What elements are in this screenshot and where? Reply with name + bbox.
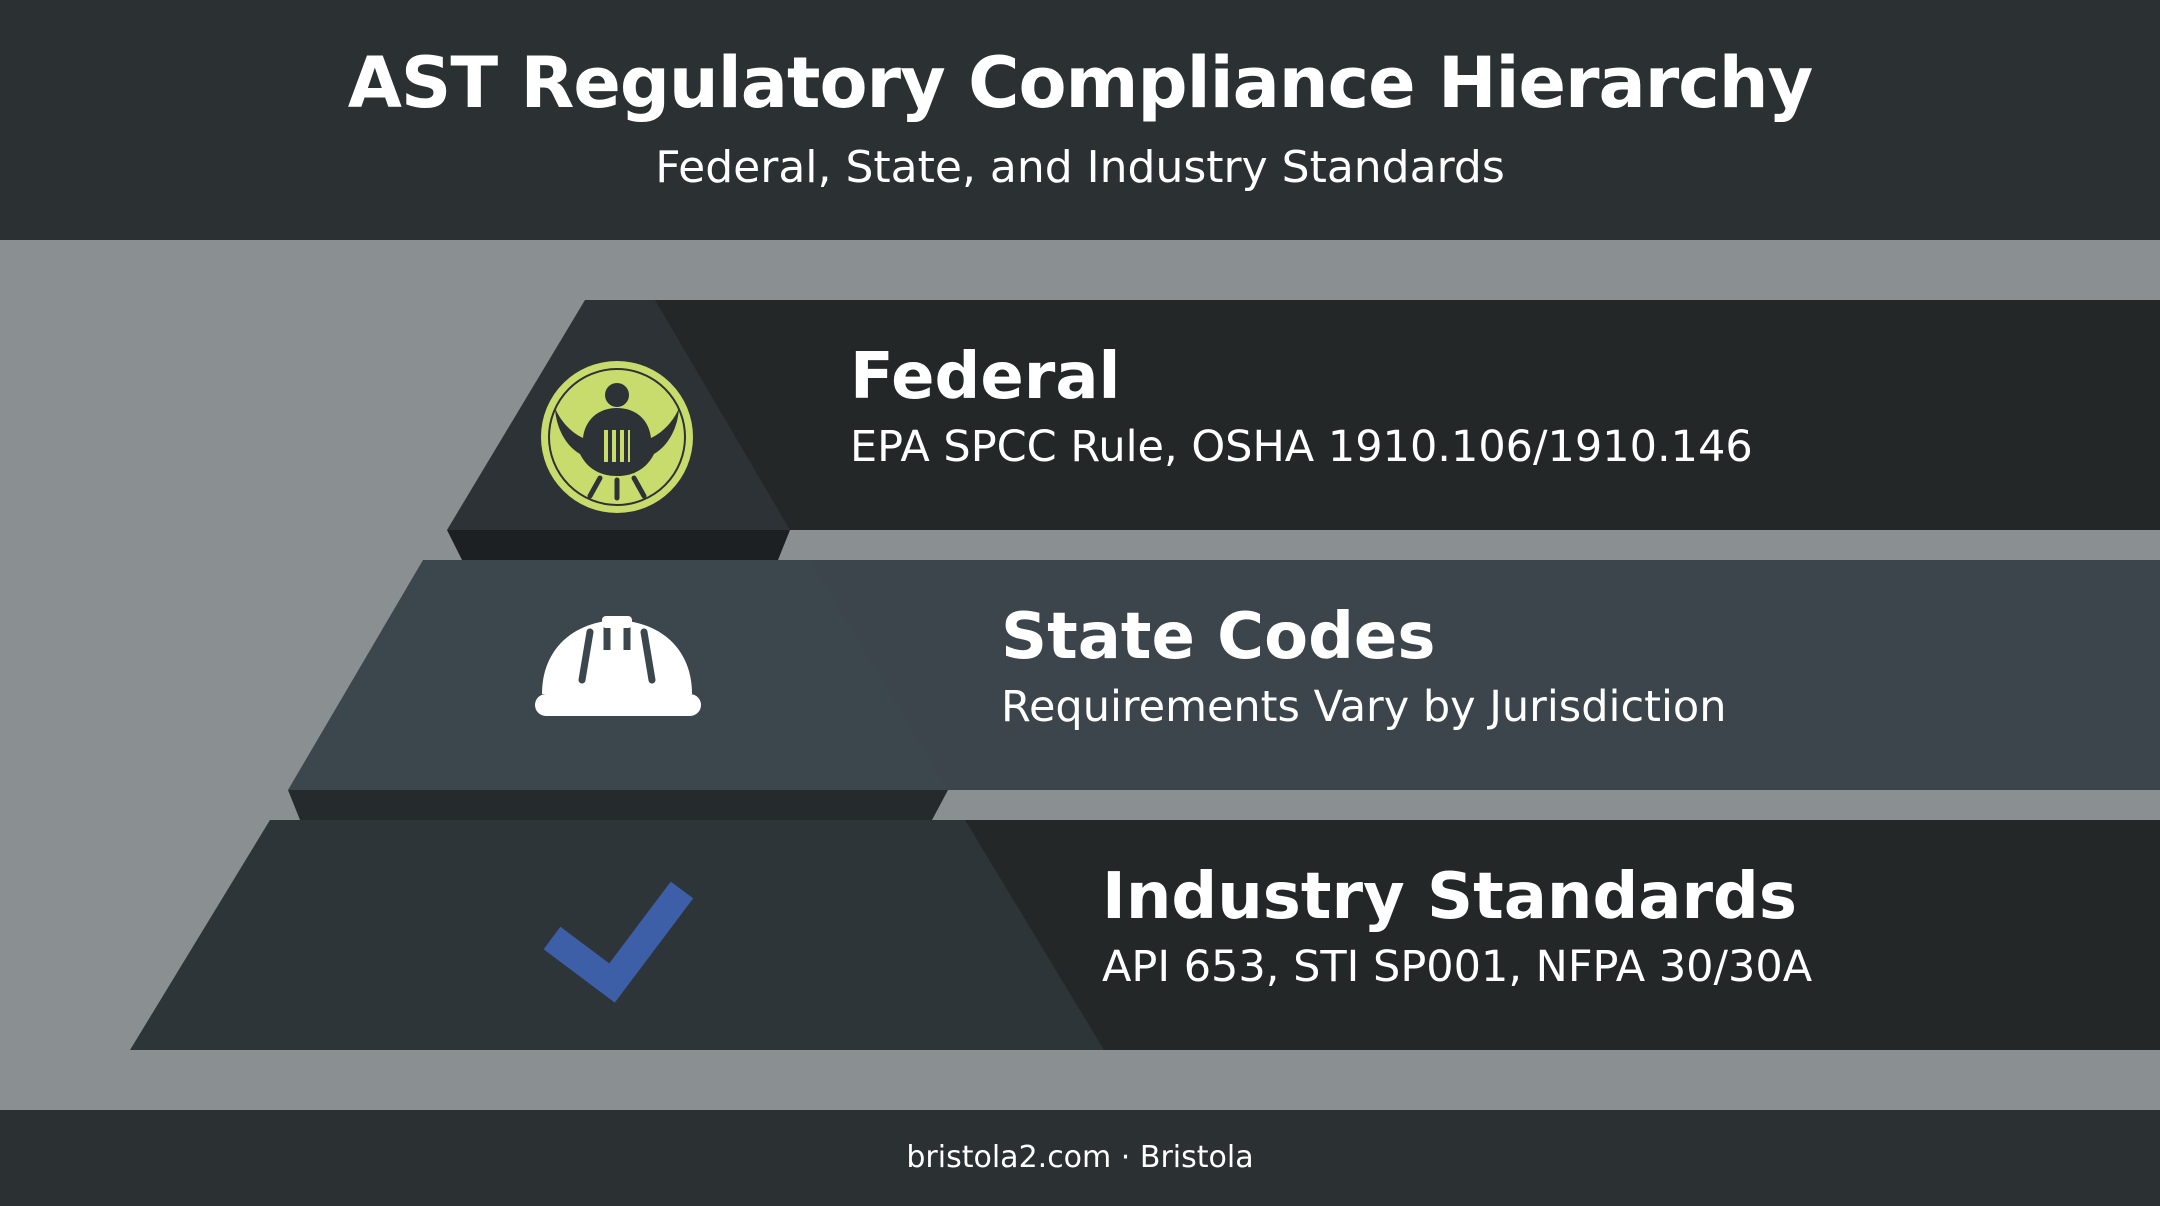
tier-industry-band bbox=[960, 820, 2160, 1050]
tier-state-title: State Codes bbox=[1001, 600, 1436, 674]
hard-hat-icon bbox=[535, 616, 701, 716]
tier-federal-description: EPA SPCC Rule, OSHA 1910.106/1910.146 bbox=[850, 422, 1753, 472]
tier-state-description: Requirements Vary by Jurisdiction bbox=[1001, 682, 1727, 732]
tier-state-pyramid-base bbox=[288, 790, 948, 820]
tier-state-band bbox=[800, 560, 2160, 790]
tier-industry-text: Industry Standards API 653, STI SP001, N… bbox=[1102, 860, 1812, 992]
tier-federal-pyramid-base bbox=[447, 530, 790, 560]
tier-industry bbox=[130, 820, 2160, 1050]
tier-state-text: State Codes Requirements Vary by Jurisdi… bbox=[1001, 600, 1726, 732]
checkmark-icon bbox=[543, 881, 694, 1003]
header bbox=[0, 0, 2160, 240]
page-title: AST Regulatory Compliance Hierarchy bbox=[347, 42, 1814, 124]
footer-bar bbox=[0, 1110, 2160, 1206]
tier-industry-title: Industry Standards bbox=[1102, 860, 1797, 934]
tier-industry-description: API 653, STI SP001, NFPA 30/30A bbox=[1102, 942, 1813, 992]
tier-state bbox=[288, 560, 2160, 820]
page-subtitle: Federal, State, and Industry Standards bbox=[655, 142, 1505, 193]
tier-federal-text: Federal EPA SPCC Rule, OSHA 1910.106/191… bbox=[850, 340, 1753, 472]
tier-industry-pyramid bbox=[130, 820, 1104, 1050]
footer-credit[interactable]: bristola2.com · Bristola bbox=[906, 1140, 1254, 1175]
federal-seal-icon bbox=[541, 361, 693, 513]
tier-federal-title: Federal bbox=[850, 340, 1121, 414]
tier-federal-band bbox=[600, 300, 2160, 530]
